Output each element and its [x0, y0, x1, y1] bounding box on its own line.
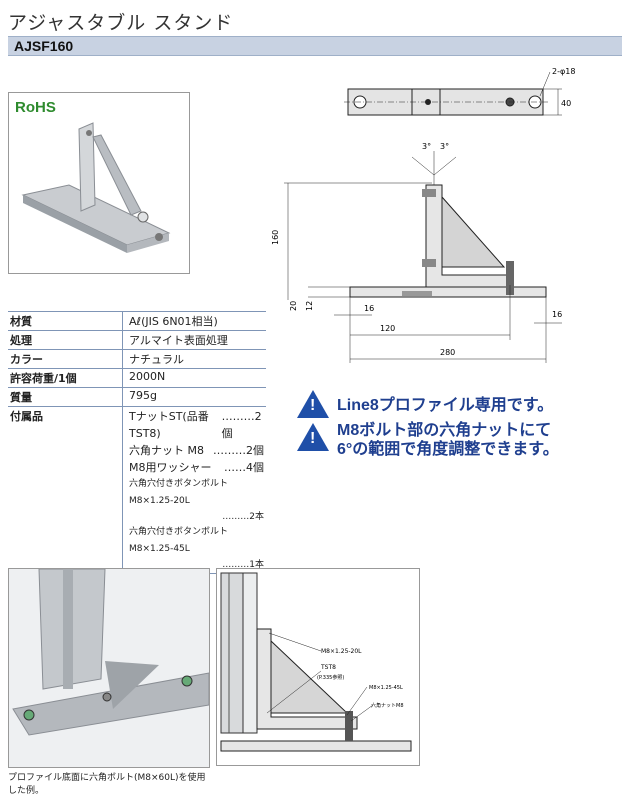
bolt-45l-label: M8×1.25-45L	[369, 685, 403, 691]
detail-drawing-frame: M8×1.25-20L TST8 (P.335参照) M8×1.25-45L 六…	[216, 568, 420, 766]
height-160-label: 160	[272, 230, 280, 245]
spec-row-accessories: 付属品 TナットST(品番TST8) ………2個 六角ナット M8 ………2個 M8…	[8, 406, 266, 574]
dim-12-label: 12	[305, 301, 314, 311]
tst8-label: TST8	[320, 664, 336, 671]
bolt-20l-label: M8×1.25-20L	[321, 648, 362, 655]
accessory-qty: ………1本	[222, 560, 264, 570]
spec-value: 2000N	[122, 368, 266, 388]
angle-left-label: 3°	[422, 142, 431, 151]
spec-key: 処理	[8, 330, 123, 350]
note-text: 6°の範囲で角度調整できます。	[337, 441, 559, 458]
accessory-list: TナットST(品番TST8) ………2個 六角ナット M8 ………2個 M8用ワッシ…	[122, 406, 266, 574]
spec-key: 質量	[8, 387, 123, 407]
top-view-drawing: 2-φ18 40	[344, 67, 575, 116]
accessory-name: 六角ナット M8	[129, 444, 204, 457]
accessory-qty: ………2本	[222, 512, 264, 522]
dim-16-right-label: 16	[552, 310, 562, 319]
spec-key: 材質	[8, 311, 123, 331]
notes-block: ! Line8プロファイル専用です。 ! M8ボルト部の六角ナットにて 6°の範…	[297, 390, 559, 459]
side-view-drawing: 3° 3° 160 20 12 16 120 16 280	[272, 142, 562, 363]
spec-key: 付属品	[8, 406, 123, 574]
spec-key: 許容荷重/1個	[8, 368, 123, 388]
hex-nut-label: 六角ナットM8	[371, 702, 404, 709]
model-number: AJSF160	[14, 38, 74, 54]
note-1: ! Line8プロファイル専用です。	[297, 390, 559, 418]
product-photo: RoHS	[8, 92, 190, 274]
accessory-name: M8用ワッシャー	[129, 461, 212, 474]
photo-caption: プロファイル底面に六角ボルト(M8×60L)を使用した例。	[8, 773, 206, 796]
note-2: ! M8ボルト部の六角ナットにて 6°の範囲で角度調整できます。	[297, 421, 559, 459]
spec-value: ナチュラル	[122, 349, 266, 369]
usage-photo	[8, 568, 210, 768]
spec-row: カラーナチュラル	[8, 349, 266, 369]
model-bar: AJSF160	[8, 36, 622, 56]
spec-value: Aℓ(JIS 6N01相当)	[122, 311, 266, 331]
accessory-name: 六角穴付きボタンボルト M8×1.25-45L	[129, 527, 229, 554]
accessory-qty: ………2個	[213, 444, 264, 457]
hole-label: 2-φ18	[552, 67, 575, 76]
stand-illustration	[21, 122, 171, 253]
dim-120-label: 120	[380, 324, 395, 333]
detail-drawing: M8×1.25-20L TST8 (P.335参照) M8×1.25-45L 六…	[220, 572, 412, 752]
accessory-qty: ………2個	[221, 410, 262, 440]
spec-value: アルマイト表面処理	[122, 330, 266, 350]
spec-value: 795g	[122, 387, 266, 407]
tst8-ref-label: (P.335参照)	[317, 674, 344, 681]
dim-20-label: 20	[289, 301, 298, 311]
warning-icon: !	[297, 390, 329, 418]
accessory-item: 六角穴付きボタンボルト M8×1.25-20L	[129, 476, 264, 510]
note-text: Line8プロファイル専用です。	[337, 397, 554, 414]
accessory-item: 六角ナット M8 ………2個	[129, 442, 264, 459]
note-text: M8ボルト部の六角ナットにて	[337, 422, 552, 439]
page-title: アジャスタブル スタンド	[8, 12, 234, 34]
spec-key: カラー	[8, 349, 123, 369]
accessory-item: 六角穴付きボタンボルト M8×1.25-45L	[129, 524, 264, 558]
usage-illustration	[9, 569, 209, 767]
rohs-badge: RoHS	[15, 99, 56, 116]
dim-280-label: 280	[440, 348, 455, 357]
dim-16-left-label: 16	[364, 304, 374, 313]
accessory-item: M8用ワッシャー ……4個	[129, 459, 264, 476]
accessory-item: TナットST(品番TST8) ………2個	[129, 408, 264, 442]
accessory-qty: ……4個	[224, 461, 264, 474]
width-40-label: 40	[561, 99, 571, 108]
spec-row: 処理アルマイト表面処理	[8, 330, 266, 350]
accessory-name: TナットST(品番TST8)	[129, 410, 209, 440]
accessory-name: 六角穴付きボタンボルト M8×1.25-20L	[129, 479, 229, 506]
warning-icon: !	[297, 423, 329, 451]
angle-right-label: 3°	[440, 142, 449, 151]
